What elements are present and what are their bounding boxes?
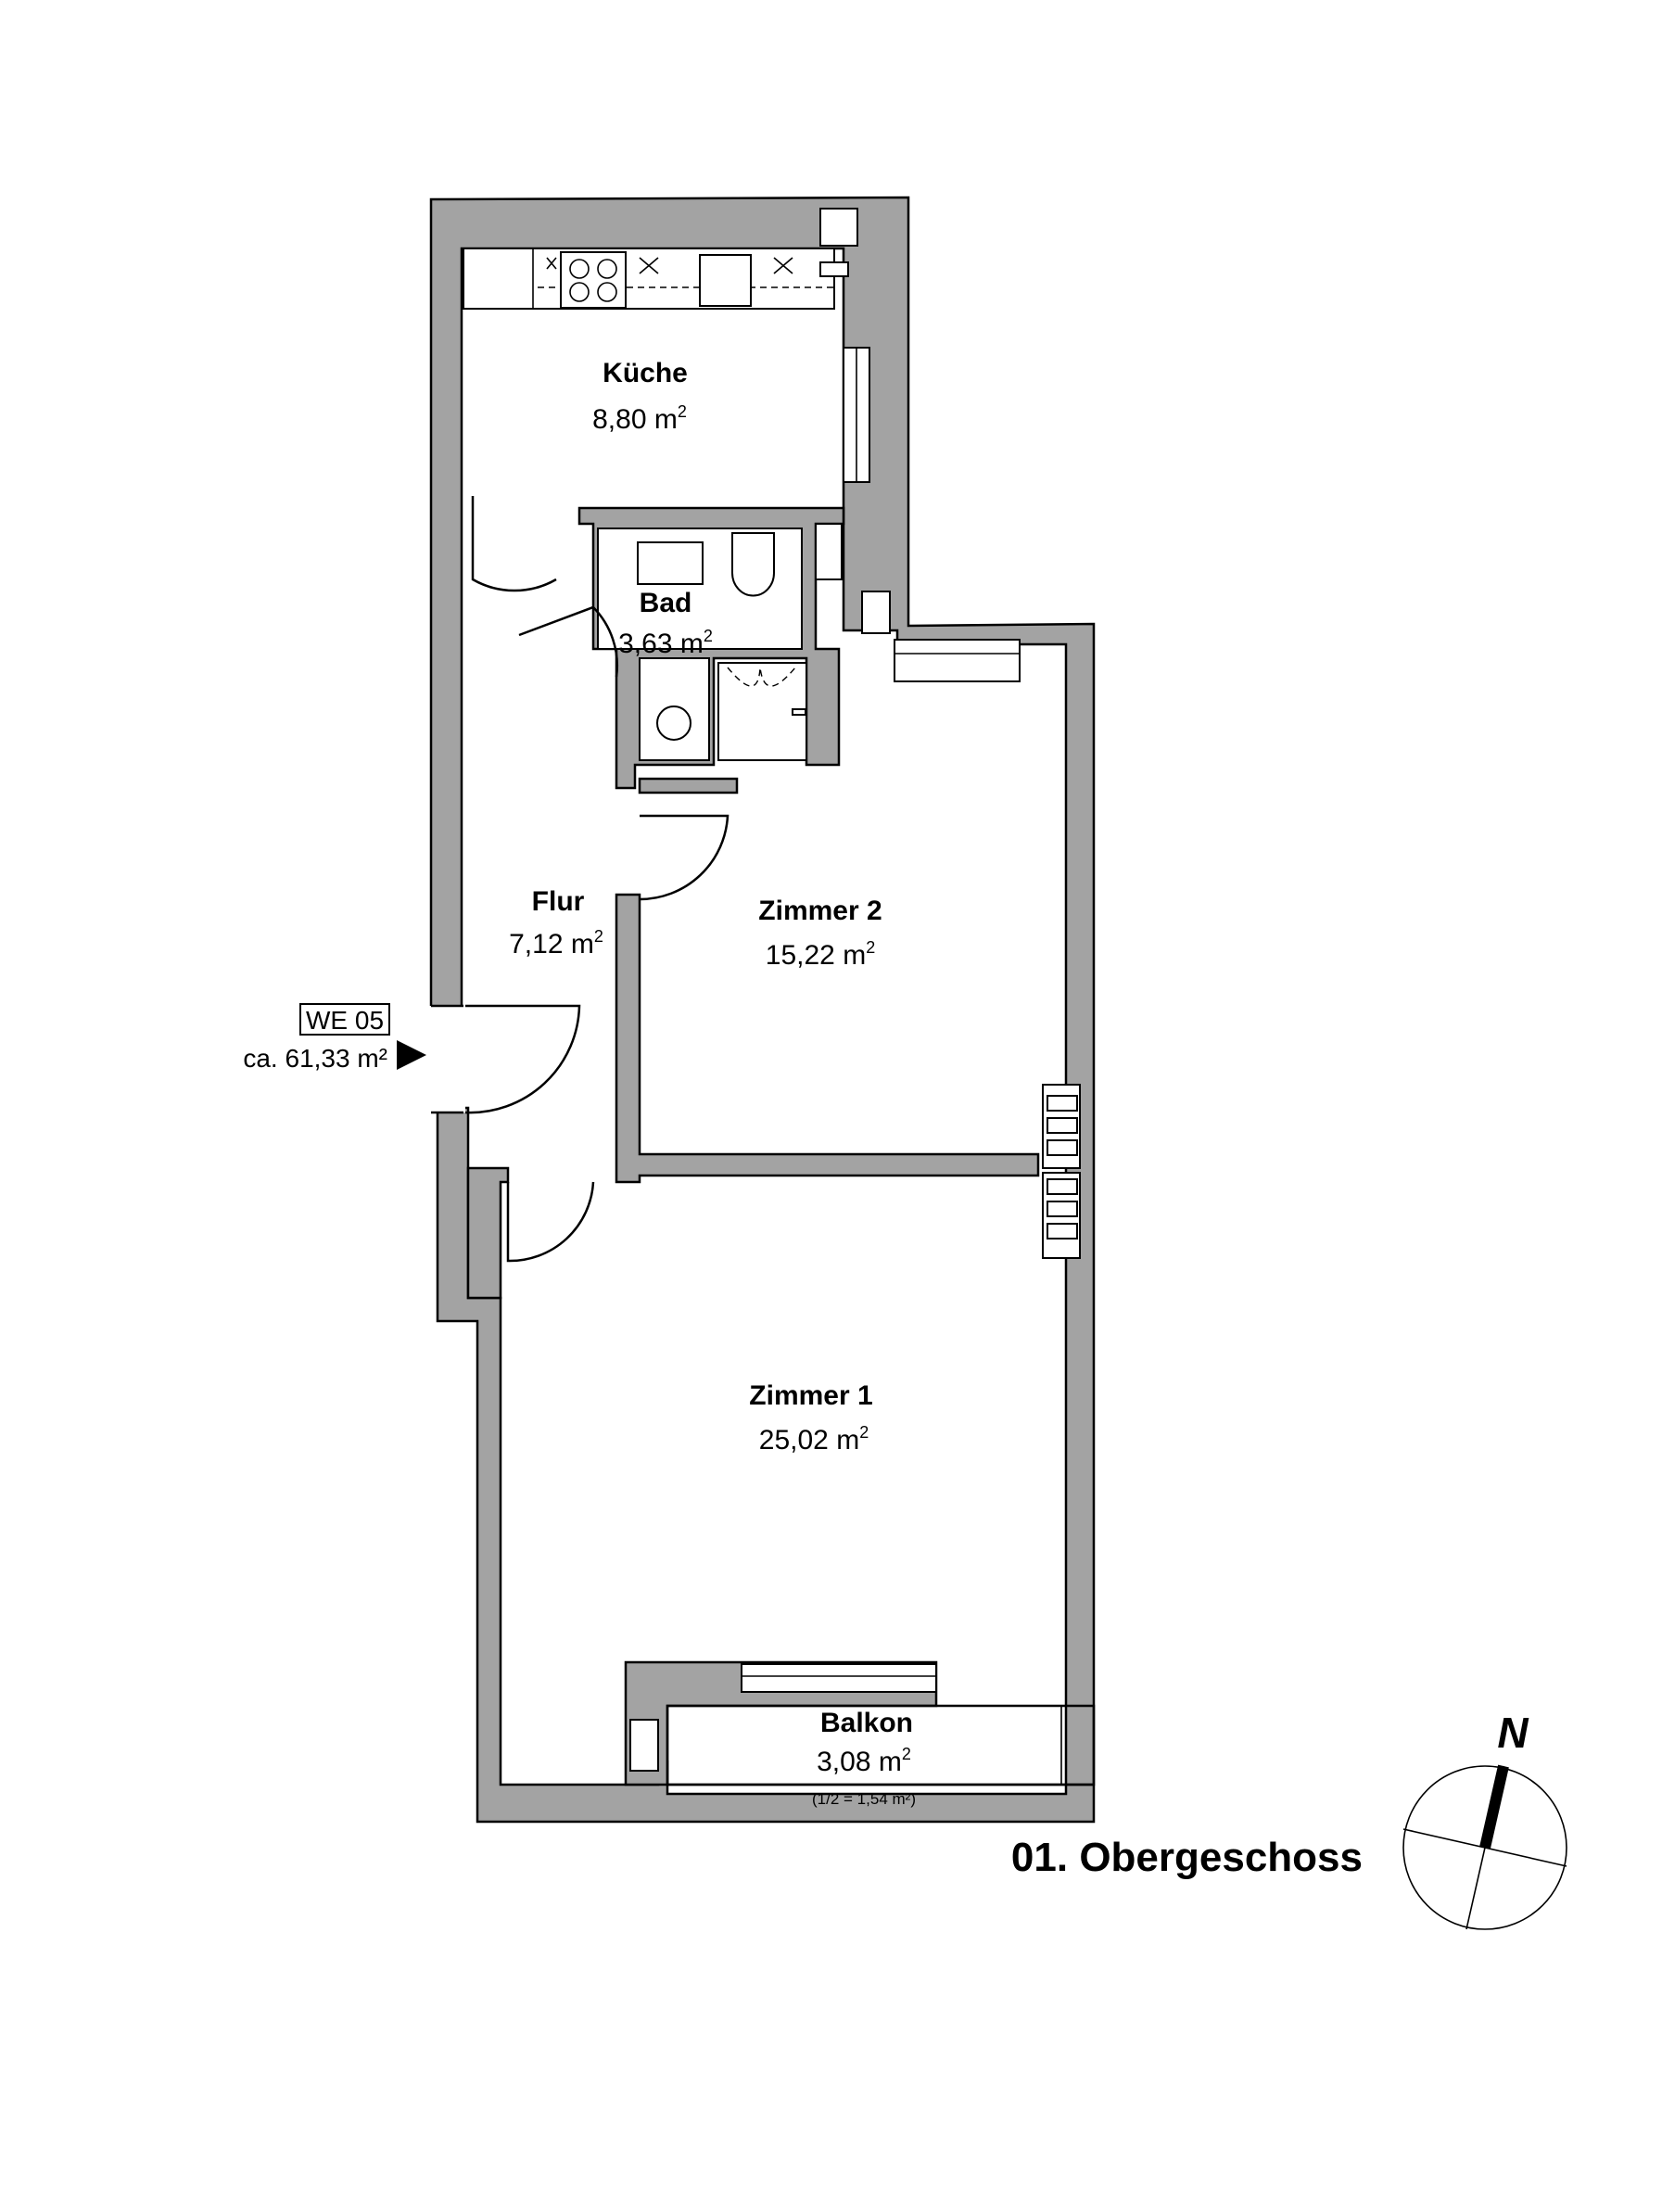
entrance-opening xyxy=(428,1006,465,1112)
unit-id-box xyxy=(299,1003,390,1036)
balkon-name: Balkon xyxy=(820,1708,913,1738)
kitchen-counter xyxy=(463,208,858,310)
zimmer1-name: Zimmer 1 xyxy=(749,1380,872,1411)
outer-wall xyxy=(429,196,1096,1824)
room-labels: Küche 8,80 m2 Bad 3,63 m2 Flur 7,12 m2 Z… xyxy=(509,358,916,1808)
door-bath xyxy=(518,605,618,678)
zimmer2-window xyxy=(894,639,1021,682)
zimmer1-area-sup: 2 xyxy=(859,1423,869,1442)
unit-id: WE 05 xyxy=(306,1006,384,1035)
toilet-icon xyxy=(731,532,775,597)
north-label: N xyxy=(1497,1709,1529,1757)
zimmer2-top-wall xyxy=(638,777,739,795)
balkon-area-sup: 2 xyxy=(902,1745,911,1763)
balkon-note: (1/2 = 1,54 m²) xyxy=(812,1790,916,1808)
windows xyxy=(741,347,1081,1693)
bath-fixtures xyxy=(637,523,843,741)
flur-zimmer2-wall xyxy=(615,893,1040,1184)
shaft-box xyxy=(819,208,858,247)
compass-needle xyxy=(1479,1764,1509,1850)
flur-area: 7,12 m2 xyxy=(509,927,603,960)
stove-icon xyxy=(560,251,627,309)
door-zimmer2 xyxy=(639,814,730,901)
zimmer2-area-sup: 2 xyxy=(866,938,875,957)
zimmer1-left-wall xyxy=(466,1166,510,1300)
bad-name: Bad xyxy=(640,588,692,618)
door-zimmer1 xyxy=(506,1181,595,1263)
balcony-post xyxy=(629,1719,659,1772)
zimmer2-name: Zimmer 2 xyxy=(758,896,882,926)
door-entrance xyxy=(464,1004,581,1114)
bath-window xyxy=(861,591,891,634)
shaft-box-small xyxy=(819,261,849,277)
balcony xyxy=(629,1704,1096,1786)
door-kitchen xyxy=(471,496,557,592)
balkon-area: 3,08 m2 xyxy=(817,1745,911,1777)
zimmer2-area: 15,22 m2 xyxy=(766,938,875,971)
doors xyxy=(464,496,730,1263)
washbasin-icon xyxy=(637,541,704,585)
flur-name: Flur xyxy=(532,886,585,917)
bad-area-sup: 2 xyxy=(704,627,713,645)
unit-area: ca. 61,33 m² xyxy=(243,1044,387,1073)
zimmer1-area: 25,02 m2 xyxy=(759,1423,869,1456)
unit-label: WE 05 ca. 61,33 m² xyxy=(243,1003,426,1073)
kueche-area-sup: 2 xyxy=(678,402,687,421)
kueche-area: 8,80 m2 xyxy=(592,402,687,435)
floor-label: 01. Obergeschoss xyxy=(1011,1835,1363,1880)
kueche-name: Küche xyxy=(603,358,688,388)
walls xyxy=(428,196,1096,1824)
flur-area-sup: 2 xyxy=(594,927,603,946)
entrance-arrow-icon xyxy=(397,1040,426,1070)
washer-icon xyxy=(656,706,691,741)
bad-area: 3,63 m2 xyxy=(618,627,713,659)
balcony-door-window xyxy=(741,1663,937,1693)
north-compass-icon: N xyxy=(1402,1709,1567,1930)
sink-icon xyxy=(699,254,752,307)
